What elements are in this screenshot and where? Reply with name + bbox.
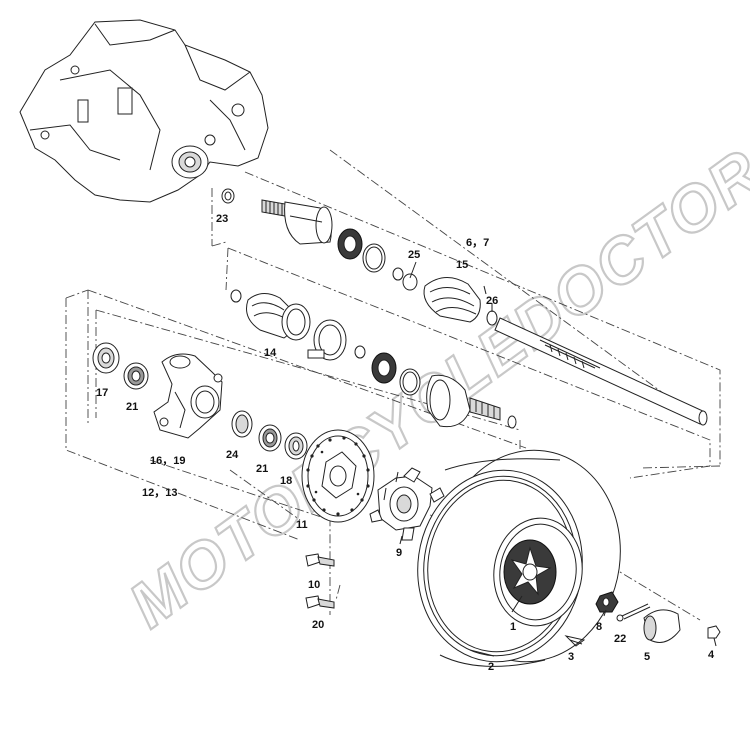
part-labels: 1 2 3 4 5 6，7 8 9 10 11 12，13 14 15 16，1… xyxy=(96,213,715,673)
part-23-circlip xyxy=(221,188,235,204)
label-part-23: 23 xyxy=(216,213,228,225)
transaxle-housing xyxy=(19,19,269,203)
part-9-wheel-hub xyxy=(369,467,445,541)
label-part-3: 3 xyxy=(568,651,574,663)
part-11-brake-disc xyxy=(301,429,375,523)
label-part-6-7: 6，7 xyxy=(466,237,489,249)
part-18-bearing xyxy=(284,432,308,460)
part-1-wheel-rim xyxy=(493,517,583,627)
part-6-7-drive-shaft xyxy=(261,199,708,426)
label-part-9: 9 xyxy=(396,547,402,559)
part-24-spacer xyxy=(231,410,253,438)
lower-shaft-components xyxy=(354,345,517,429)
label-part-11: 11 xyxy=(296,519,308,531)
label-part-2: 2 xyxy=(488,661,494,673)
brake-disc-holes xyxy=(306,436,370,516)
label-part-21-right: 21 xyxy=(256,463,268,475)
assembly-guide-lines xyxy=(65,149,721,641)
part-16-19-knuckle xyxy=(153,353,223,439)
label-part-24: 24 xyxy=(226,449,239,461)
label-part-4: 4 xyxy=(708,649,715,661)
part-21-seal-right xyxy=(258,424,282,452)
label-part-21-left: 21 xyxy=(126,401,138,413)
label-part-17: 17 xyxy=(96,387,108,399)
part-20-screw xyxy=(305,595,335,609)
part-21-seal-left xyxy=(123,362,149,390)
label-part-25: 25 xyxy=(408,249,420,261)
label-part-10: 10 xyxy=(308,579,320,591)
label-part-12-13: 12，13 xyxy=(142,487,177,499)
label-part-15: 15 xyxy=(456,259,468,271)
label-part-22: 22 xyxy=(614,633,626,645)
label-part-26: 26 xyxy=(486,295,498,307)
label-part-18: 18 xyxy=(280,475,292,487)
label-part-14: 14 xyxy=(264,347,277,359)
part-17-bearing xyxy=(92,342,120,374)
label-part-20: 20 xyxy=(312,619,324,631)
label-part-8: 8 xyxy=(596,621,602,633)
part-22-cotter-pin xyxy=(616,603,651,622)
label-part-16-19: 16，19 xyxy=(150,455,185,467)
leader-lines xyxy=(399,261,717,657)
part-8-nut xyxy=(595,591,619,613)
part-14-inner-cv-joint xyxy=(230,289,347,361)
part-10-screw xyxy=(305,553,335,567)
part-4-lug-nut xyxy=(707,625,721,639)
part-5-hub-cap xyxy=(643,609,681,643)
label-part-5: 5 xyxy=(644,651,650,663)
part-3-clip xyxy=(564,635,586,647)
label-part-1: 1 xyxy=(510,621,516,633)
